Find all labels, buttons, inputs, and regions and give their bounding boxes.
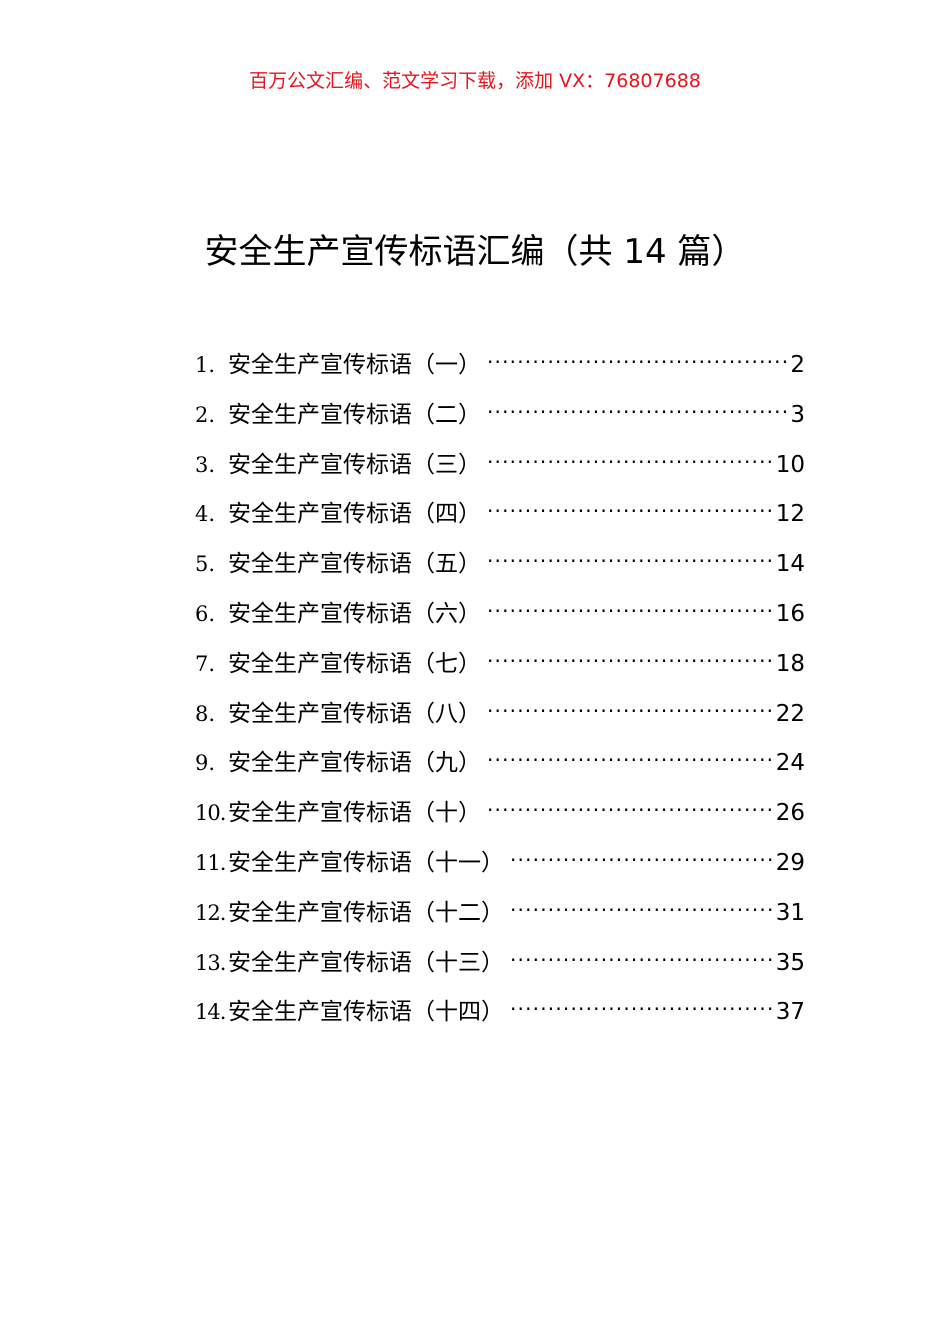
- toc-dot-leader: [510, 880, 774, 920]
- toc-entry-label: 安全生产宣传标语（六）: [228, 600, 481, 627]
- toc-entry-number: 7.: [195, 651, 216, 676]
- toc-entry-page: 14: [775, 551, 805, 578]
- toc-entry-2[interactable]: 2. 安全生产宣传标语（二） 3: [195, 382, 805, 432]
- header-promo-note: 百万公文汇编、范文学习下载，添加 VX：76807688: [249, 70, 701, 92]
- toc-dot-leader: [487, 432, 774, 472]
- toc-dot-leader: [487, 531, 774, 571]
- toc-entry-page: 16: [775, 600, 805, 627]
- toc-entry-page: 12: [775, 501, 805, 528]
- toc-entry-14[interactable]: 14. 安全生产宣传标语（十四） 37: [195, 979, 805, 1029]
- toc-entry-page: 24: [775, 750, 805, 777]
- toc-entry-page: 37: [775, 999, 805, 1026]
- toc-entry-13[interactable]: 13. 安全生产宣传标语（十三） 35: [195, 930, 805, 980]
- toc-entry-number: 1.: [195, 353, 216, 377]
- toc-entry-number: 4.: [195, 502, 216, 527]
- toc-entry-page: 22: [775, 700, 805, 727]
- toc-entry-page: 29: [775, 849, 805, 876]
- toc-entry-label: 安全生产宣传标语（五）: [228, 551, 481, 578]
- toc-dot-leader: [487, 481, 774, 521]
- toc-entry-number: 14.: [195, 1000, 226, 1025]
- toc-entry-label: 安全生产宣传标语（十三）: [228, 949, 504, 976]
- toc-dot-leader: [487, 332, 788, 372]
- toc-entry-page: 26: [775, 800, 805, 827]
- toc-entry-6[interactable]: 6. 安全生产宣传标语（六） 16: [195, 581, 805, 631]
- toc-dot-leader: [487, 730, 774, 770]
- toc-entry-label: 安全生产宣传标语（四）: [228, 501, 481, 528]
- toc-entry-label: 安全生产宣传标语（十一）: [228, 849, 504, 876]
- toc-dot-leader: [510, 979, 774, 1019]
- toc-entry-1[interactable]: 1. 安全生产宣传标语（一） 2: [195, 332, 805, 382]
- toc-dot-leader: [487, 382, 788, 422]
- toc-entry-number: 8.: [195, 701, 216, 726]
- toc-dot-leader: [487, 581, 774, 621]
- toc-entry-number: 10.: [195, 801, 226, 826]
- toc-entry-number: 13.: [195, 950, 226, 975]
- toc-dot-leader: [487, 681, 774, 721]
- toc-entry-label: 安全生产宣传标语（八）: [228, 700, 481, 727]
- toc-entry-4[interactable]: 4. 安全生产宣传标语（四） 12: [195, 481, 805, 531]
- document-title: 安全生产宣传标语汇编（共 14 篇）: [204, 232, 746, 272]
- toc-entry-label: 安全生产宣传标语（七）: [228, 650, 481, 677]
- toc-entry-label: 安全生产宣传标语（十四）: [228, 999, 504, 1026]
- toc-dot-leader: [487, 780, 774, 820]
- toc-entry-label: 安全生产宣传标语（九）: [228, 750, 481, 777]
- toc-entry-number: 6.: [195, 601, 216, 626]
- toc-entry-8[interactable]: 8. 安全生产宣传标语（八） 22: [195, 681, 805, 731]
- toc-dot-leader: [510, 830, 774, 870]
- toc-entry-page: 3: [790, 401, 805, 428]
- toc-entry-page: 2: [790, 352, 805, 378]
- toc-entry-label: 安全生产宣传标语（二）: [228, 401, 481, 428]
- toc-entry-12[interactable]: 12. 安全生产宣传标语（十二） 31: [195, 880, 805, 930]
- toc-entry-7[interactable]: 7. 安全生产宣传标语（七） 18: [195, 631, 805, 681]
- toc-entry-label: 安全生产宣传标语（十）: [228, 800, 481, 827]
- toc-dot-leader: [510, 930, 774, 970]
- toc-entry-number: 11.: [195, 850, 226, 875]
- toc-entry-5[interactable]: 5. 安全生产宣传标语（五） 14: [195, 531, 805, 581]
- table-of-contents: 1. 安全生产宣传标语（一） 2 2. 安全生产宣传标语（二） 3 3. 安全生…: [195, 332, 805, 1029]
- toc-entry-11[interactable]: 11. 安全生产宣传标语（十一） 29: [195, 830, 805, 880]
- toc-entry-number: 3.: [195, 452, 216, 477]
- toc-entry-label: 安全生产宣传标语（一）: [228, 352, 481, 378]
- toc-entry-page: 18: [775, 650, 805, 677]
- toc-entry-3[interactable]: 3. 安全生产宣传标语（三） 10: [195, 432, 805, 482]
- toc-entry-10[interactable]: 10. 安全生产宣传标语（十） 26: [195, 780, 805, 830]
- toc-entry-number: 2.: [195, 402, 216, 427]
- toc-entry-label: 安全生产宣传标语（十二）: [228, 899, 504, 926]
- toc-entry-page: 10: [775, 451, 805, 478]
- toc-entry-number: 5.: [195, 552, 216, 577]
- toc-entry-page: 35: [775, 949, 805, 976]
- toc-entry-page: 31: [775, 899, 805, 926]
- toc-entry-label: 安全生产宣传标语（三）: [228, 451, 481, 478]
- toc-entry-number: 9.: [195, 751, 216, 776]
- toc-entry-9[interactable]: 9. 安全生产宣传标语（九） 24: [195, 730, 805, 780]
- toc-entry-number: 12.: [195, 900, 226, 925]
- toc-dot-leader: [487, 631, 774, 671]
